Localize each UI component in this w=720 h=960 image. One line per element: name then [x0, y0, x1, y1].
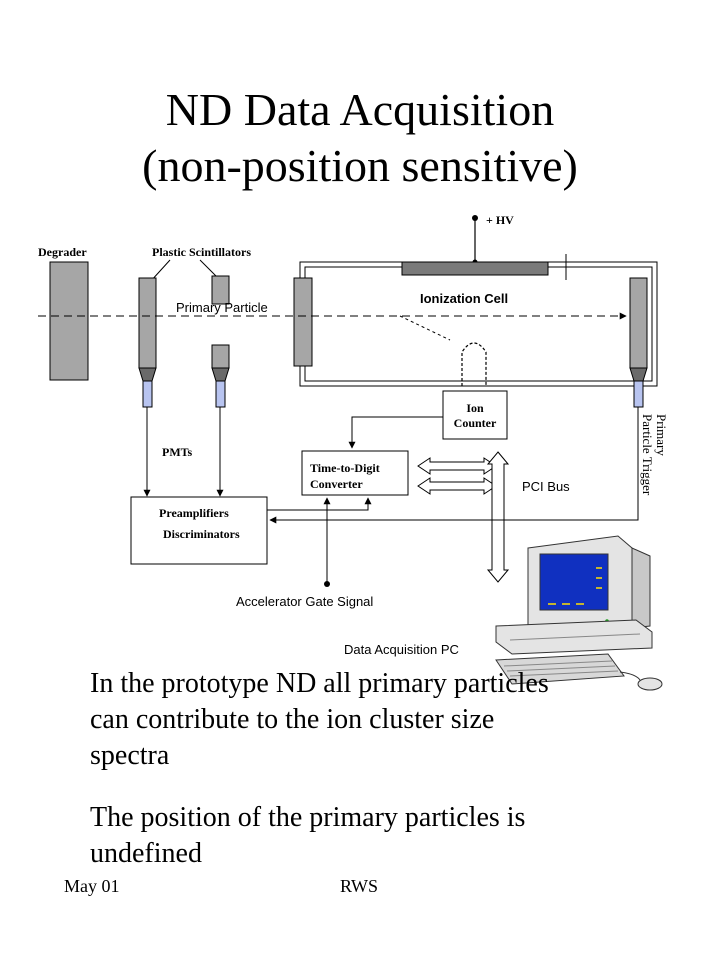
ion-counter-label-1: Ion — [466, 401, 484, 415]
pmt-1 — [142, 380, 153, 408]
daq-pc-label: Data Acquisition PC — [344, 642, 459, 657]
trigger-to-preamp — [269, 407, 639, 524]
cell-entrance-window — [293, 277, 313, 367]
plastic-scintillators-label: Plastic Scintillators — [152, 245, 251, 259]
primary-particle-label: Primary Particle — [176, 300, 268, 315]
tdc-label-1: Time-to-Digit — [310, 461, 380, 475]
ionization-cell-label: Ionization Cell — [420, 291, 508, 306]
hv-terminal — [472, 215, 478, 221]
ion-extraction-nozzle — [461, 342, 487, 386]
bullet-2: The position of the primary particles is… — [90, 802, 526, 869]
trigger-pmt — [633, 380, 644, 408]
preamp-box — [130, 496, 268, 565]
preamp-to-tdc — [267, 497, 372, 511]
light-guide-1 — [138, 367, 157, 382]
cathode-plate — [401, 261, 549, 276]
footer-date: May 01 — [64, 876, 120, 896]
scint-leader-2 — [199, 259, 217, 277]
trigger-scintillator — [629, 277, 648, 369]
preamp-label-1: Preamplifiers — [159, 506, 229, 520]
tdc-pci-double-arrow-1 — [417, 457, 497, 475]
mouse — [637, 677, 663, 691]
accelerator-gate-label: Accelerator Gate Signal — [236, 594, 373, 609]
trigger-label-2: Particle Trigger — [640, 414, 655, 496]
preamp-label-2: Discriminators — [163, 527, 240, 541]
degrader-label: Degrader — [38, 245, 87, 259]
tdc-box — [301, 450, 409, 496]
slide-title-line1: ND Data Acquisition — [165, 84, 555, 135]
ion-counter-to-tdc — [348, 416, 443, 449]
monitor-screen — [539, 553, 609, 611]
trigger-label-1: Primary — [654, 414, 669, 456]
tdc-label-2: Converter — [310, 477, 363, 491]
scintillator-2 — [211, 275, 230, 305]
degrader — [49, 261, 89, 381]
hv-label: + HV — [486, 213, 514, 227]
ion-drift-path — [399, 315, 451, 341]
pci-bus-label: PCI Bus — [522, 479, 570, 494]
pmt-2 — [215, 380, 226, 408]
ion-counter-box — [442, 390, 508, 440]
trigger-light-guide — [629, 367, 648, 382]
tdc-pci-double-arrow-2 — [417, 477, 497, 495]
scintillator-2-lower — [211, 344, 230, 369]
computer-icon — [495, 535, 663, 691]
footer-author: RWS — [340, 876, 379, 896]
slide-title-line2: (non-position sensitive) — [142, 140, 578, 191]
pmts-label: PMTs — [162, 445, 193, 459]
light-guide-2 — [211, 367, 230, 382]
ionization-cell-outer — [299, 261, 658, 387]
bullet-1: In the prototype ND all primary particle… — [90, 668, 549, 771]
scintillator-1 — [138, 277, 157, 369]
ionization-cell-inner — [304, 266, 653, 382]
ion-counter-label-2: Counter — [454, 416, 497, 430]
pci-bus-arrow — [486, 451, 510, 583]
